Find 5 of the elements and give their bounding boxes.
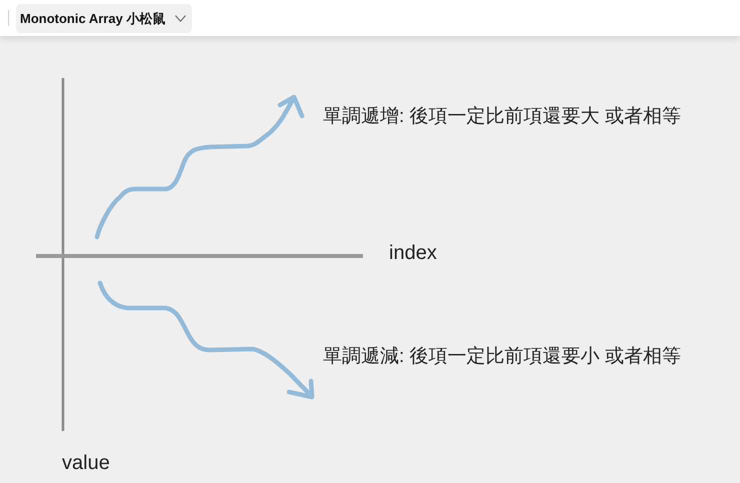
axis-label: value (62, 451, 110, 475)
description-text: 單調遞減: 後項一定比前項還要小 或者相等 (323, 346, 681, 369)
title-dropdown: Monotonic Array 小松鼠 (16, 4, 192, 33)
description-text: 單調遞增: 後項一定比前項還要大 或者相等 (323, 106, 681, 129)
axis-label: index (389, 241, 437, 265)
